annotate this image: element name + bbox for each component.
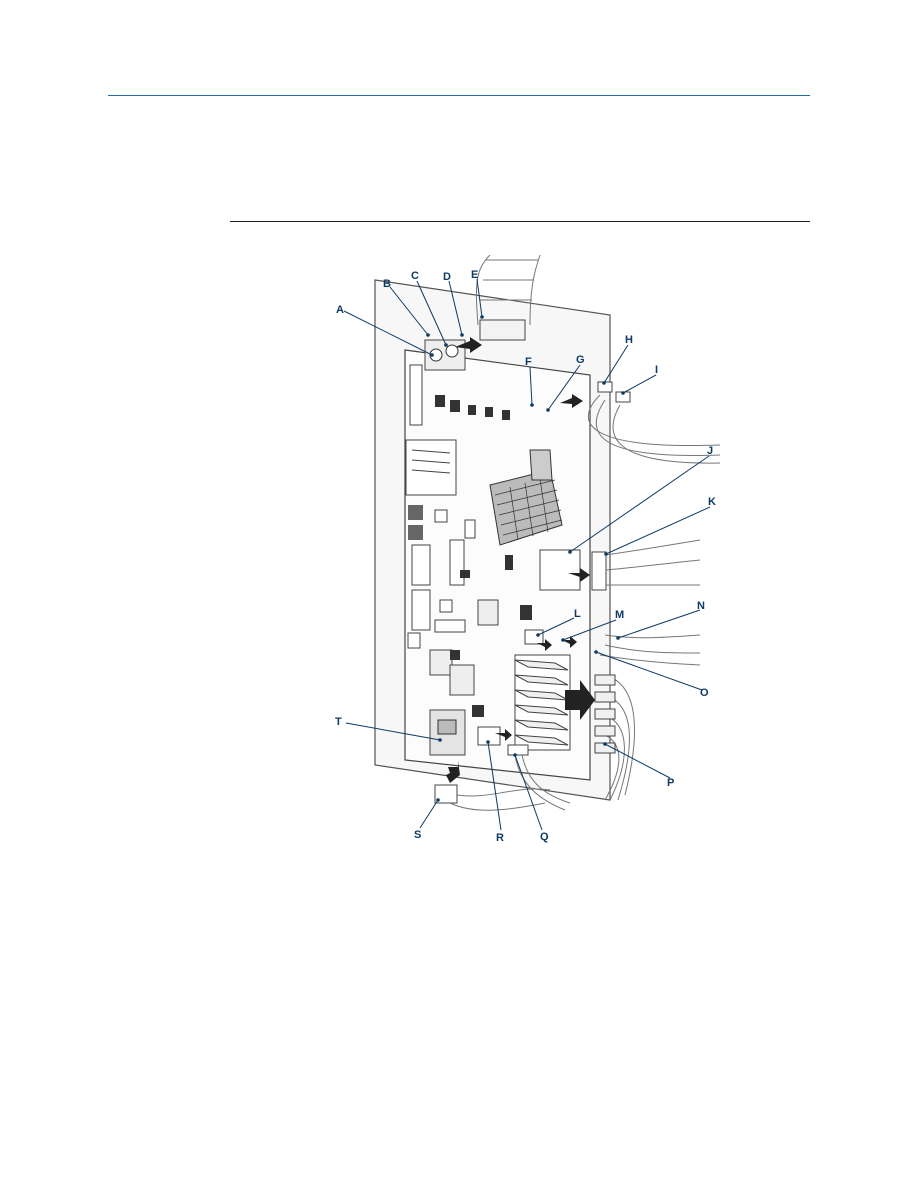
callout-h: H	[625, 334, 633, 346]
callout-l: L	[574, 608, 581, 620]
callout-n: N	[697, 600, 705, 612]
circuit-board	[405, 340, 590, 780]
callout-p: P	[667, 777, 674, 789]
callout-o: O	[700, 687, 709, 699]
section-rule	[230, 221, 810, 222]
callout-q: Q	[540, 831, 549, 843]
callout-c: C	[411, 270, 419, 282]
callout-a: A	[336, 304, 344, 316]
header-rule	[108, 95, 810, 96]
callout-e: E	[471, 269, 478, 281]
callout-d: D	[443, 271, 451, 283]
terminal-block	[515, 655, 570, 750]
callout-g: G	[576, 354, 585, 366]
callout-t: T	[335, 716, 342, 728]
callout-b: B	[383, 278, 391, 290]
callout-i: I	[655, 364, 658, 376]
board-connector-diagram: A B C D E F G H I J K L M N O P Q R S T	[300, 255, 740, 855]
callout-r: R	[496, 832, 504, 844]
callout-s: S	[414, 829, 421, 841]
callout-k: K	[708, 496, 716, 508]
callout-j: J	[707, 445, 713, 457]
callout-f: F	[525, 356, 532, 368]
callout-m: M	[615, 609, 624, 621]
